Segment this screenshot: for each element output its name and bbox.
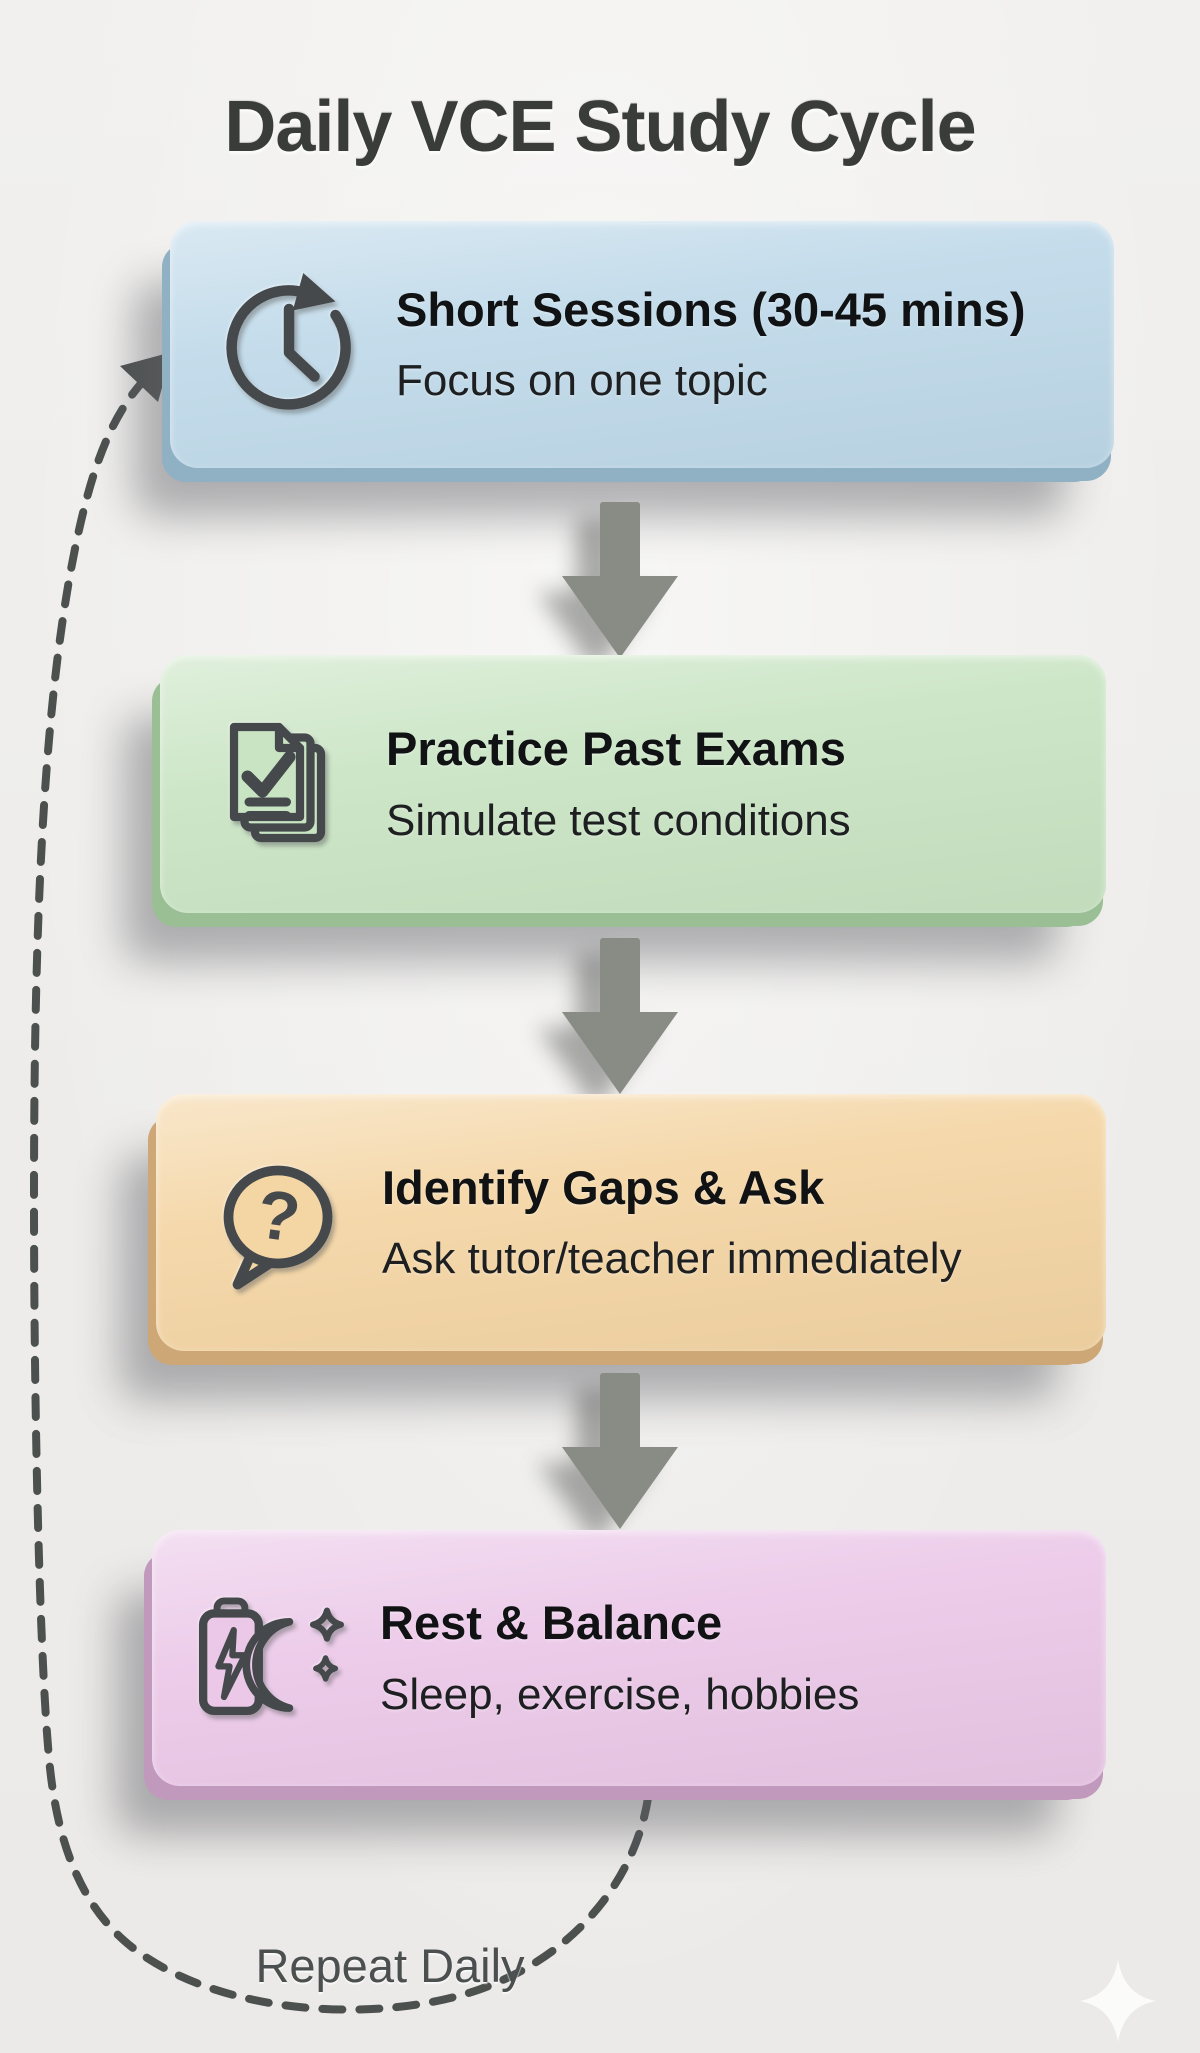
- card-subtitle: Sleep, exercise, hobbies: [380, 1669, 860, 1719]
- card-identify-gaps: ? Identify Gaps & Ask Ask tutor/teacher …: [156, 1094, 1106, 1351]
- down-arrow-icon: [552, 938, 688, 1094]
- card-title: Short Sessions (30-45 mins): [396, 282, 1026, 336]
- card-short-sessions: Short Sessions (30-45 mins) Focus on one…: [170, 221, 1114, 468]
- card-subtitle: Simulate test conditions: [386, 795, 851, 845]
- down-arrow-icon: [552, 1373, 688, 1529]
- sparkle-icon: [1080, 1960, 1156, 2042]
- down-arrow-icon: [552, 502, 688, 658]
- exam-papers-icon: [200, 709, 358, 859]
- card-title: Rest & Balance: [380, 1596, 723, 1650]
- card-title: Practice Past Exams: [386, 722, 846, 776]
- question-bubble-icon: ?: [196, 1148, 354, 1298]
- repeat-loop-arrowhead: [120, 352, 172, 402]
- card-subtitle: Focus on one topic: [396, 356, 768, 406]
- card-subtitle: Ask tutor/teacher immediately: [382, 1234, 962, 1284]
- card-title: Identify Gaps & Ask: [382, 1160, 825, 1214]
- page-title: Daily VCE Study Cycle: [224, 87, 976, 168]
- card-rest-balance: Rest & Balance Sleep, exercise, hobbies: [152, 1530, 1106, 1786]
- repeat-loop-path: [29, 374, 652, 2014]
- clock-cycle-icon: [210, 270, 368, 420]
- repeat-daily-label: Repeat Daily: [255, 1939, 525, 1992]
- card-practice-exams: Practice Past Exams Simulate test condit…: [160, 655, 1106, 913]
- battery-moon-icon: [192, 1588, 352, 1728]
